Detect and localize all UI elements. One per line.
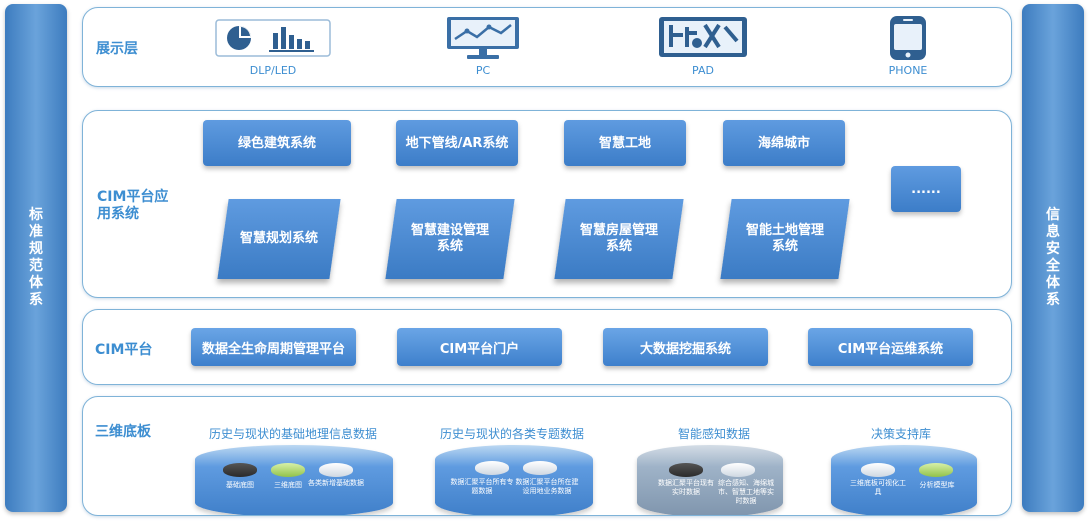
database-disk-basic-geo: 基础底图 三维底图 各类新增基础数据 — [195, 445, 393, 515]
database-cylinder — [271, 463, 305, 477]
database-cylinder — [919, 463, 953, 477]
app-smart-construction-site: 智慧工地 — [564, 120, 686, 166]
app-smart-construction-management: 智慧建设管理系统 — [385, 199, 515, 279]
app-sponge-city: 海绵城市 — [723, 120, 845, 166]
security-system-bar: 信息安全体系 — [1022, 4, 1084, 512]
platform-big-data-mining: 大数据挖掘系统 — [603, 328, 768, 366]
group-title: 历史与现状的各类专题数据 — [439, 427, 584, 441]
data-label: 综合感知、海绵城市、智慧工地等实时数据 — [718, 479, 774, 505]
security-system-label: 信息安全体系 — [1046, 207, 1060, 308]
app-more: ...... — [891, 166, 961, 212]
display-layer-title: 展示层 — [96, 41, 138, 57]
pc-monitor-icon — [443, 14, 523, 62]
app-layer-title: CIM平台应用系统 — [97, 189, 169, 222]
device-pad: PAD — [653, 14, 753, 77]
platform-data-lifecycle: 数据全生命周期管理平台 — [191, 328, 356, 366]
platform-cim-portal: CIM平台门户 — [397, 328, 562, 366]
phone-icon — [886, 14, 930, 62]
cim-platform-title: CIM平台 — [95, 342, 153, 358]
app-underground-pipeline: 地下管线/AR系统 — [396, 120, 518, 166]
device-phone: PHONE — [858, 14, 958, 77]
base-layer: 三维底板 历史与现状的基础地理信息数据 基础底图 三维底图 各类新增基础数据 历… — [82, 396, 1012, 516]
database-cylinder — [523, 461, 557, 475]
app-smart-land-management: 智能土地管理系统 — [720, 199, 850, 279]
app-smart-housing-management: 智慧房屋管理系统 — [554, 199, 684, 279]
standards-system-label: 标准规范体系 — [29, 207, 43, 308]
database-cylinder — [861, 463, 895, 477]
database-disk-thematic: 数据汇聚平台所有专题数据 数据汇聚平台所在建设用地业务数据 — [435, 445, 593, 515]
database-cylinder — [319, 463, 353, 477]
data-label: 分析模型库 — [919, 481, 955, 489]
group-title: 决策支持库 — [870, 427, 931, 441]
database-cylinder — [223, 463, 257, 477]
data-label: 数据汇聚平台现有实时数据 — [658, 479, 714, 496]
data-label: 三维底板可视化工具 — [850, 479, 906, 496]
database-cylinder — [669, 463, 703, 477]
device-label: PC — [475, 64, 491, 77]
data-label: 数据汇聚平台所在建设用地业务数据 — [515, 478, 579, 495]
data-label: 三维底图 — [274, 481, 302, 489]
device-label: PHONE — [888, 64, 928, 77]
data-label: 各类新增基础数据 — [308, 479, 364, 487]
cim-platform-layer: CIM平台 数据全生命周期管理平台 CIM平台门户 大数据挖掘系统 CIM平台运… — [82, 309, 1012, 385]
group-title: 历史与现状的基础地理信息数据 — [208, 427, 377, 441]
group-title: 智能感知数据 — [677, 427, 750, 441]
database-disk-decision: 三维底板可视化工具 分析模型库 — [831, 445, 977, 515]
database-cylinder — [475, 461, 509, 475]
display-layer: 展示层 DLP/LED — [82, 7, 1012, 87]
device-pc: PC — [433, 14, 533, 77]
device-dlp-led: DLP/LED — [215, 14, 331, 77]
app-green-building: 绿色建筑系统 — [203, 120, 351, 166]
app-smart-planning: 智慧规划系统 — [217, 199, 341, 279]
device-label: DLP/LED — [249, 64, 297, 77]
standards-system-bar: 标准规范体系 — [5, 4, 67, 512]
database-cylinder — [721, 463, 755, 477]
database-disk-sensing: 数据汇聚平台现有实时数据 综合感知、海绵城市、智慧工地等实时数据 — [637, 445, 783, 515]
device-label: PAD — [692, 64, 714, 77]
app-layer: CIM平台应用系统 绿色建筑系统 地下管线/AR系统 智慧工地 海绵城市 ...… — [82, 110, 1012, 298]
base-layer-title: 三维底板 — [95, 424, 151, 440]
platform-cim-ops: CIM平台运维系统 — [808, 328, 973, 366]
dlp-led-icon — [215, 14, 331, 62]
data-label: 基础底图 — [226, 481, 254, 489]
pad-map-icon — [657, 14, 749, 62]
data-label: 数据汇聚平台所有专题数据 — [450, 478, 514, 495]
